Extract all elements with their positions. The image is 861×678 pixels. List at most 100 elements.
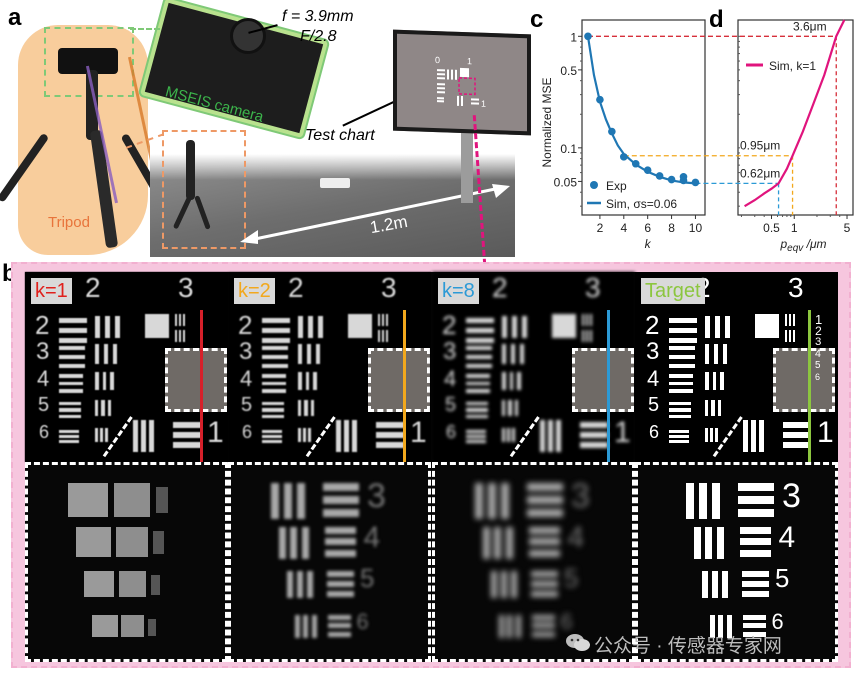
element-number: 4: [240, 366, 253, 391]
legend-marker-exp: [590, 181, 598, 189]
bar: [59, 414, 81, 418]
bar: [183, 330, 185, 342]
bar: [149, 420, 154, 452]
bar: [466, 374, 490, 378]
bar: [296, 571, 303, 599]
element-number: 1: [614, 416, 631, 449]
x-tick-label-c: 10: [689, 221, 703, 235]
bar: [95, 316, 100, 338]
bar: [313, 372, 317, 390]
bar: [173, 422, 201, 428]
annotation-062m: 0.62μm: [740, 166, 780, 180]
bar: [378, 314, 380, 326]
monitor-stand: [461, 128, 473, 203]
bar: [59, 402, 81, 406]
zoom-region-box: [572, 348, 634, 412]
bar: [175, 314, 177, 326]
bar: [528, 538, 561, 546]
bar: [475, 483, 483, 519]
bar: [262, 381, 286, 386]
bar: [705, 400, 709, 416]
bar: [112, 344, 117, 364]
pixel-block: [148, 619, 156, 636]
y-axis-label-c: Normalized MSE: [540, 77, 554, 167]
bar: [483, 527, 491, 559]
bar: [580, 442, 608, 448]
connector-line: [130, 28, 160, 30]
plot-frame-c: [581, 19, 706, 216]
pixel-block: [118, 571, 147, 597]
bar: [262, 374, 286, 378]
x-tick-label-c: 6: [644, 221, 651, 235]
bar: [739, 527, 772, 535]
bar: [466, 346, 492, 351]
usaf-chart-on-monitor: 0 1 1: [435, 55, 486, 109]
crop-element-number: 3: [367, 477, 386, 515]
bar: [310, 400, 314, 416]
bar: [466, 381, 490, 386]
x-axis-label-c: k: [645, 237, 652, 251]
bar: [519, 344, 524, 364]
bar: [105, 316, 110, 338]
bar: [669, 374, 693, 378]
pixel-block: [84, 571, 115, 597]
bar: [466, 440, 486, 443]
bar: [725, 316, 730, 338]
crop-element-number: 6: [356, 609, 369, 634]
zoomed-crop: [25, 462, 228, 662]
legend-label-sim: Sim, σs=0.06: [606, 197, 677, 211]
bar: [580, 422, 608, 428]
zoom-region-box: [165, 348, 227, 412]
bar: [743, 623, 767, 629]
element-number: 3: [36, 338, 50, 365]
bar: [466, 408, 488, 412]
panel-label-a: a: [8, 4, 22, 31]
bar: [324, 538, 357, 546]
y-tick-label-c: 0.05: [554, 175, 578, 189]
bar: [95, 344, 100, 364]
bar: [556, 420, 561, 452]
element-number: 6: [815, 372, 821, 382]
bar: [115, 316, 120, 338]
sim-line-c: [586, 36, 696, 185]
bar: [501, 483, 509, 519]
bar: [540, 420, 545, 452]
bar: [702, 571, 709, 599]
bar: [718, 615, 724, 639]
bar: [669, 346, 695, 351]
bar: [59, 363, 85, 368]
bar: [262, 346, 288, 351]
bar: [712, 483, 720, 519]
bar: [669, 363, 695, 368]
bar: [262, 414, 284, 418]
bar: [722, 344, 727, 364]
bar: [466, 402, 488, 406]
group-number: 2: [85, 272, 101, 303]
element-number: 2: [815, 324, 822, 338]
bar: [466, 389, 490, 393]
pixel-block: [116, 527, 149, 557]
exp-point: [655, 172, 664, 180]
bar: [510, 344, 516, 364]
bar: [741, 580, 769, 587]
lens: [230, 18, 266, 54]
bar: [514, 400, 518, 416]
element-number: 3: [646, 338, 660, 365]
profile-line: [403, 310, 406, 462]
element-number: 6: [446, 422, 457, 442]
element-number: 2: [645, 310, 660, 340]
bar: [715, 316, 720, 338]
bar: [262, 318, 290, 323]
bar: [59, 440, 79, 443]
group-number: 3: [788, 272, 804, 303]
bar: [179, 314, 181, 326]
exp-point: [631, 159, 640, 168]
x-axis-label-d: peqv /μm: [779, 237, 826, 254]
crop-element-number: 5: [359, 565, 375, 593]
bar: [103, 344, 109, 364]
